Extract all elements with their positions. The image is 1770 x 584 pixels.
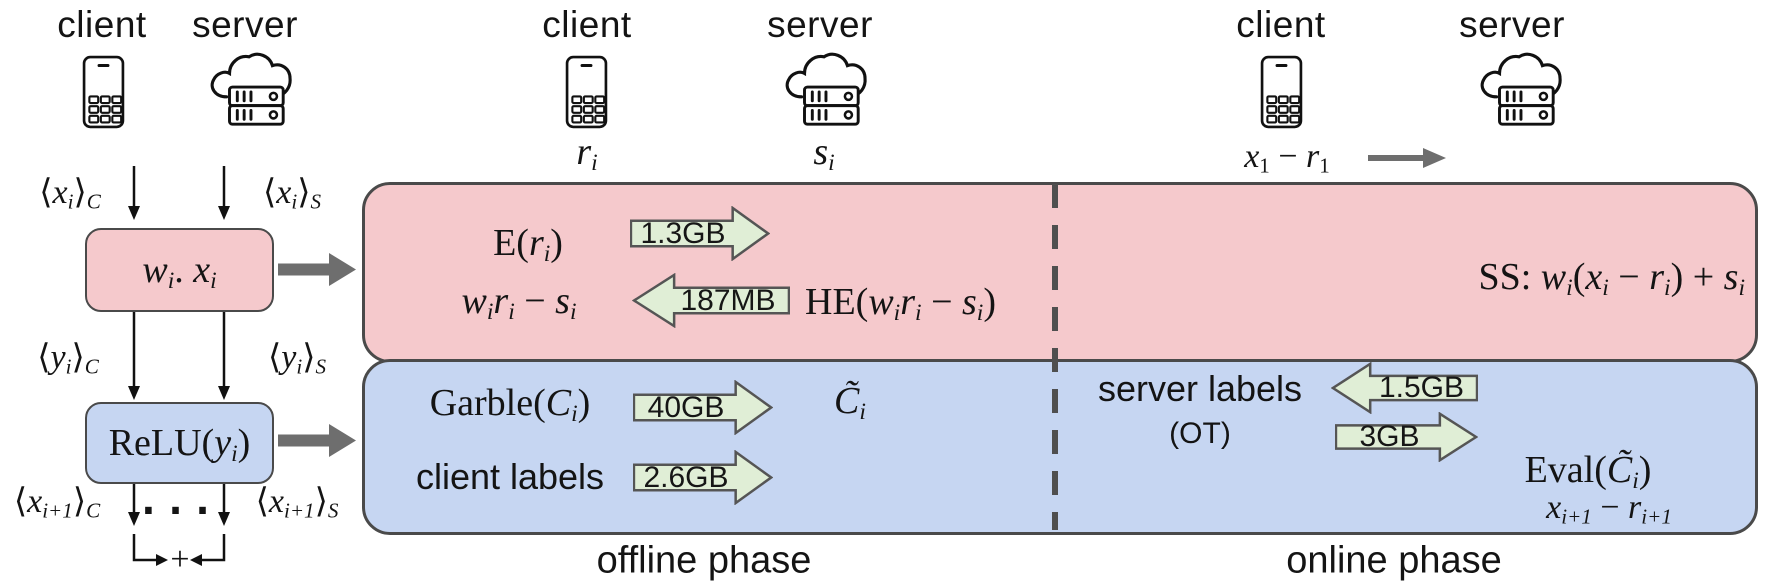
- online-server-label: server: [1459, 4, 1565, 45]
- offline-phase-caption: offline phase: [596, 539, 812, 582]
- garble-size-label: 40GB: [647, 390, 725, 424]
- left-client-label: client: [57, 4, 147, 45]
- server-he-formula: HE(wiri − si): [805, 281, 996, 326]
- linear-to-offline-arrow: [278, 253, 356, 286]
- left-flow-connectors: [128, 166, 230, 566]
- phone-icon: [1260, 55, 1303, 129]
- client-to-server-arrow: [1368, 148, 1446, 168]
- client-encryption-formula: E(ri): [493, 222, 563, 267]
- left-server-label: server: [192, 4, 298, 45]
- server-labels-text: server labels: [1097, 368, 1303, 409]
- garbled-circuit-symbol: C̃i: [834, 380, 866, 425]
- cloud-server-icon: [1480, 52, 1562, 126]
- download-size-arrow: 187MB: [632, 273, 790, 328]
- online-client-message: x1 − r1: [1244, 138, 1330, 178]
- linear-phase-band: [362, 182, 1758, 363]
- linear-layer-formula: wi. xi: [142, 249, 217, 294]
- upload-size-label: 1.3GB: [640, 216, 726, 250]
- client-result-formula: wiri − si: [461, 280, 577, 325]
- eval-formula: Eval(C̃i): [1524, 449, 1652, 494]
- layers-ellipsis: ...: [136, 478, 218, 524]
- output-share-server-label: ⟨xi+1⟩S: [255, 483, 339, 523]
- ot-label: (OT): [1169, 417, 1231, 450]
- online-labels-size-label: 3GB: [1359, 420, 1420, 453]
- input-share-server-label: ⟨xi⟩S: [262, 174, 322, 214]
- mid-share-client-label: ⟨yi⟩C: [37, 339, 99, 379]
- server-labels-size-arrow: 1.5GB: [1331, 362, 1478, 414]
- relu-layer-node: ReLU(yi): [85, 402, 274, 484]
- client-labels-size-arrow: 2.6GB: [633, 450, 773, 505]
- cloud-server-icon: [785, 52, 867, 126]
- phone-icon: [82, 55, 125, 129]
- phone-icon: [565, 55, 608, 129]
- relu-to-offline-arrow: [278, 424, 356, 457]
- offline-server-label: server: [767, 4, 873, 45]
- linear-layer-node: wi. xi: [85, 228, 274, 312]
- mid-share-server-label: ⟨yi⟩S: [267, 339, 327, 379]
- online-result-formula: xi+1 − ri+1: [1546, 489, 1672, 529]
- relu-layer-formula: ReLU(yi): [108, 422, 251, 467]
- input-share-client-label: ⟨xi⟩C: [39, 174, 101, 214]
- output-share-client-label: ⟨xi+1⟩C: [13, 483, 101, 523]
- garble-size-arrow: 40GB: [633, 380, 773, 435]
- client-labels-text: client labels: [415, 456, 605, 497]
- offline-client-label: client: [542, 4, 632, 45]
- download-size-label: 187MB: [680, 283, 776, 317]
- online-phase-caption: online phase: [1286, 539, 1502, 582]
- relu-phase-band: [362, 359, 1758, 535]
- client-random-ri: ri: [576, 131, 598, 176]
- client-labels-size-label: 2.6GB: [643, 460, 729, 494]
- online-secret-share-formula: SS: wi(xi − ri) + si: [1478, 256, 1745, 301]
- online-client-label: client: [1236, 4, 1326, 45]
- server-random-si: si: [813, 131, 835, 176]
- server-garble-formula: Garble(Ci): [429, 382, 591, 427]
- online-labels-size-arrow: 3GB: [1335, 412, 1478, 462]
- server-labels-size-label: 1.5GB: [1378, 371, 1465, 404]
- share-recombine-plus: +: [170, 541, 190, 578]
- upload-size-arrow: 1.3GB: [630, 206, 770, 261]
- phase-divider-dashed-line: [1052, 184, 1058, 530]
- cloud-server-icon: [210, 52, 292, 126]
